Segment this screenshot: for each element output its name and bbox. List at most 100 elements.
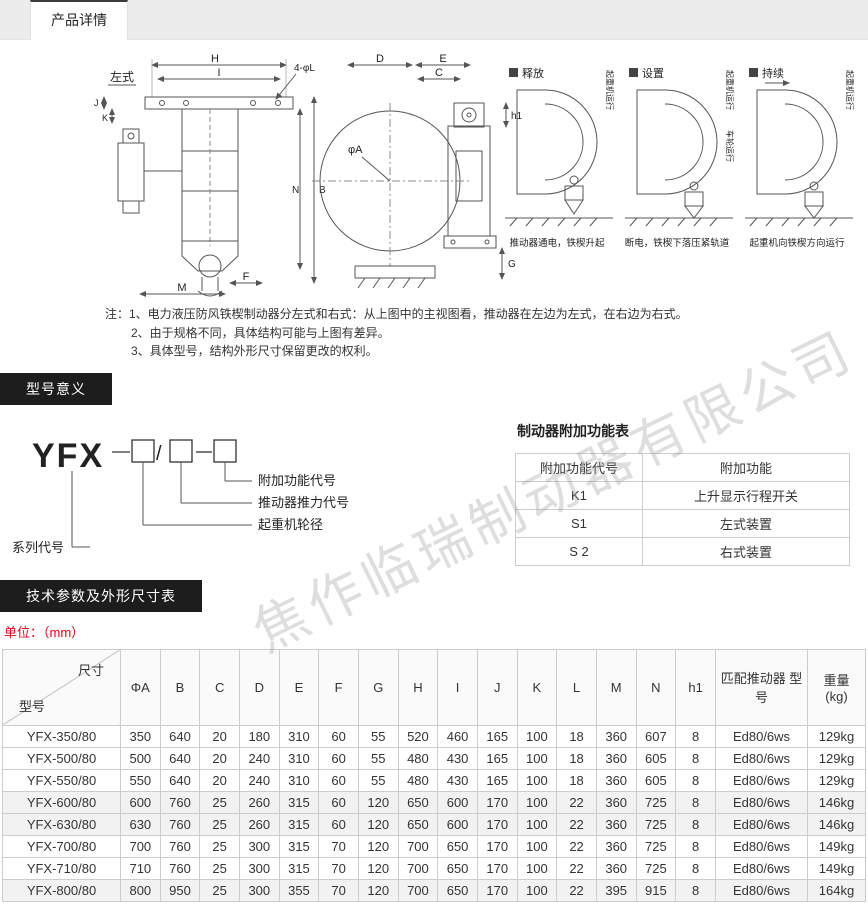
value-cell: 60	[318, 812, 359, 836]
value-cell: 20	[199, 724, 240, 748]
specs-column-header: 匹配推动器 型号	[715, 648, 808, 726]
value-cell: 8	[675, 746, 716, 770]
value-cell: 300	[238, 878, 280, 902]
value-cell: 22	[556, 834, 597, 858]
dim-label-j: J	[94, 98, 99, 108]
value-cell: 70	[318, 878, 359, 902]
value-cell: 164kg	[807, 878, 866, 902]
value-cell: 800	[120, 878, 161, 902]
specs-column-header: H	[397, 648, 439, 726]
function-table-cell: 左式装置	[641, 508, 851, 538]
value-cell: 100	[516, 856, 558, 880]
state-caption: 推动器通电，铁楔升起	[509, 237, 605, 249]
value-cell: 700	[120, 834, 161, 858]
state-caption: 起重机向铁楔方向运行	[749, 237, 845, 249]
value-cell: 120	[357, 812, 399, 836]
model-cell: YFX-800/80	[2, 878, 121, 902]
value-cell: 22	[556, 856, 597, 880]
value-cell: 650	[437, 878, 478, 902]
function-table-cell: 右式装置	[641, 536, 851, 566]
value-cell: 310	[278, 746, 320, 770]
value-cell: 25	[199, 834, 240, 858]
value-cell: 146kg	[807, 812, 866, 836]
function-table-cell: S1	[515, 508, 643, 538]
model-cell: YFX-350/80	[2, 724, 121, 748]
state-side-label-2: 车轮运行	[725, 130, 735, 162]
value-cell: 170	[476, 856, 518, 880]
state-title: 设置	[642, 67, 664, 80]
value-cell: 600	[437, 812, 478, 836]
tab-product-details[interactable]: 产品详情	[30, 0, 128, 40]
value-cell: 8	[675, 790, 716, 814]
value-cell: 146kg	[807, 790, 866, 814]
dim-label-h: H	[211, 53, 219, 65]
value-cell: 650	[437, 834, 478, 858]
value-cell: 520	[397, 724, 439, 748]
specs-column-header: I	[437, 648, 478, 726]
value-cell: 315	[278, 790, 320, 814]
technical-drawing-section: 左式 H I 4-φL	[0, 40, 868, 361]
value-cell: 22	[556, 878, 597, 902]
value-cell: 8	[675, 724, 716, 748]
series-code-text: YFX	[32, 437, 104, 475]
dim-label-4phil: 4-φL	[294, 63, 315, 74]
front-view-drawing: D E C φA h1 G	[312, 53, 523, 289]
value-cell: Ed80/6ws	[715, 878, 808, 902]
dim-label-g: G	[508, 259, 516, 270]
value-cell: 70	[318, 856, 359, 880]
dim-label-d: D	[376, 53, 384, 65]
value-cell: 70	[318, 834, 359, 858]
value-cell: 760	[159, 856, 201, 880]
value-cell: 480	[397, 746, 439, 770]
value-cell: 395	[595, 878, 637, 902]
unit-label: 单位：（mm）	[4, 624, 85, 640]
callout-thrust-code: 推动器推力代号	[258, 495, 349, 510]
state-side-label: 起重机运行	[605, 70, 615, 110]
specs-column-header: K	[516, 648, 558, 726]
callout-wheel-diameter: 起重机轮径	[258, 517, 323, 532]
value-cell: 240	[238, 746, 280, 770]
dim-label-m: M	[177, 282, 186, 294]
value-cell: Ed80/6ws	[715, 746, 808, 770]
value-cell: 315	[278, 812, 320, 836]
corner-label-size: 尺寸	[77, 662, 104, 678]
value-cell: 360	[595, 834, 637, 858]
value-cell: 100	[516, 724, 558, 748]
value-cell: 120	[357, 856, 399, 880]
dim-label-n: N	[292, 185, 299, 196]
value-cell: Ed80/6ws	[715, 834, 808, 858]
value-cell: 650	[397, 790, 439, 814]
value-cell: 240	[238, 768, 280, 792]
value-cell: 360	[595, 790, 637, 814]
dim-label-c: C	[435, 67, 443, 79]
value-cell: 22	[556, 812, 597, 836]
model-meaning-section: YFX / 附加功能代号 推动器推力代号 起重机轮径 系列代号 制动器附加功能表	[0, 405, 868, 580]
function-table-cell: 上升显示行程开关	[641, 480, 851, 510]
value-cell: 460	[437, 724, 478, 748]
state-side-label: 起重机运行	[845, 70, 855, 110]
value-cell: 18	[556, 724, 597, 748]
value-cell: 149kg	[807, 834, 866, 858]
value-cell: 55	[357, 746, 399, 770]
value-cell: 300	[238, 856, 280, 880]
value-cell: 700	[397, 834, 439, 858]
value-cell: 360	[595, 724, 637, 748]
value-cell: 350	[120, 724, 161, 748]
value-cell: 600	[120, 790, 161, 814]
value-cell: 55	[357, 724, 399, 748]
value-cell: 605	[635, 746, 677, 770]
value-cell: 760	[159, 790, 201, 814]
note-line-1: 注：1、电力液压防风铁楔制动器分左式和右式：从上图中的主视图看，推动器在左边为左…	[105, 307, 688, 321]
value-cell: 20	[199, 746, 240, 770]
value-cell: 480	[397, 768, 439, 792]
value-cell: 18	[556, 768, 597, 792]
value-cell: 760	[159, 812, 201, 836]
